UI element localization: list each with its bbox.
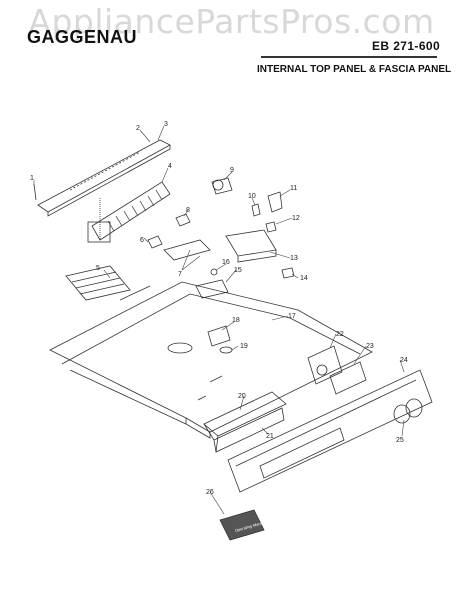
callout-25: 25 — [396, 437, 404, 444]
callout-14: 14 — [300, 275, 308, 282]
header-rule — [261, 56, 437, 58]
part-11 — [267, 191, 283, 213]
part-15 — [195, 279, 229, 299]
part-19 — [219, 346, 233, 354]
part-23 — [329, 361, 367, 395]
part-knob-25 — [393, 404, 411, 424]
part-12 — [265, 221, 277, 233]
callout-4: 4 — [168, 163, 172, 170]
callout-8: 8 — [186, 207, 190, 214]
part-fan-motor — [87, 221, 111, 243]
callout-9: 9 — [230, 167, 234, 174]
callout-26: 26 — [206, 489, 214, 496]
part-display-20 — [203, 391, 287, 437]
part-13 — [225, 229, 277, 257]
part-6 — [147, 235, 163, 249]
callout-20: 20 — [238, 393, 246, 400]
callout-11: 11 — [290, 185, 297, 192]
part-booklet-26 — [219, 509, 265, 541]
part-10 — [251, 203, 261, 217]
callout-5: 5 — [96, 265, 100, 272]
callout-12: 12 — [292, 215, 300, 222]
callout-2: 2 — [136, 125, 140, 132]
part-bar-strip — [37, 139, 171, 213]
brand-logo: GAGGENAU — [27, 27, 138, 47]
watermark: AppliancePartsPros.com — [28, 2, 435, 41]
callout-7: 7 — [178, 271, 182, 278]
callout-6: 6 — [140, 237, 144, 244]
model-number: EB 271-600 — [372, 39, 441, 53]
callout-15: 15 — [234, 267, 242, 274]
part-18 — [207, 325, 231, 347]
part-fascia-24 — [227, 369, 433, 493]
callout-22: 22 — [336, 331, 344, 338]
callout-3: 3 — [164, 121, 168, 128]
diagram-title: INTERNAL TOP PANEL & FASCIA PANEL — [257, 64, 452, 75]
part-7 — [163, 239, 211, 261]
callout-13: 13 — [290, 255, 298, 262]
callout-10: 10 — [248, 193, 256, 200]
part-16 — [210, 268, 218, 276]
callout-24: 24 — [400, 357, 408, 364]
part-fan-4 — [91, 181, 171, 241]
callout-1: 1 — [30, 175, 34, 182]
callout-19: 19 — [240, 343, 248, 350]
part-terminal-5 — [65, 265, 131, 301]
part-screw-1 — [33, 183, 37, 201]
part-control-22 — [307, 345, 343, 385]
callout-21: 21 — [266, 433, 274, 440]
part-8 — [175, 213, 191, 227]
callout-17: 17 — [288, 313, 296, 320]
part-top-panel-17 — [49, 281, 373, 433]
callout-16: 16 — [222, 259, 230, 266]
callout-23: 23 — [366, 343, 374, 350]
callout-18: 18 — [232, 317, 240, 324]
part-14 — [281, 267, 295, 279]
